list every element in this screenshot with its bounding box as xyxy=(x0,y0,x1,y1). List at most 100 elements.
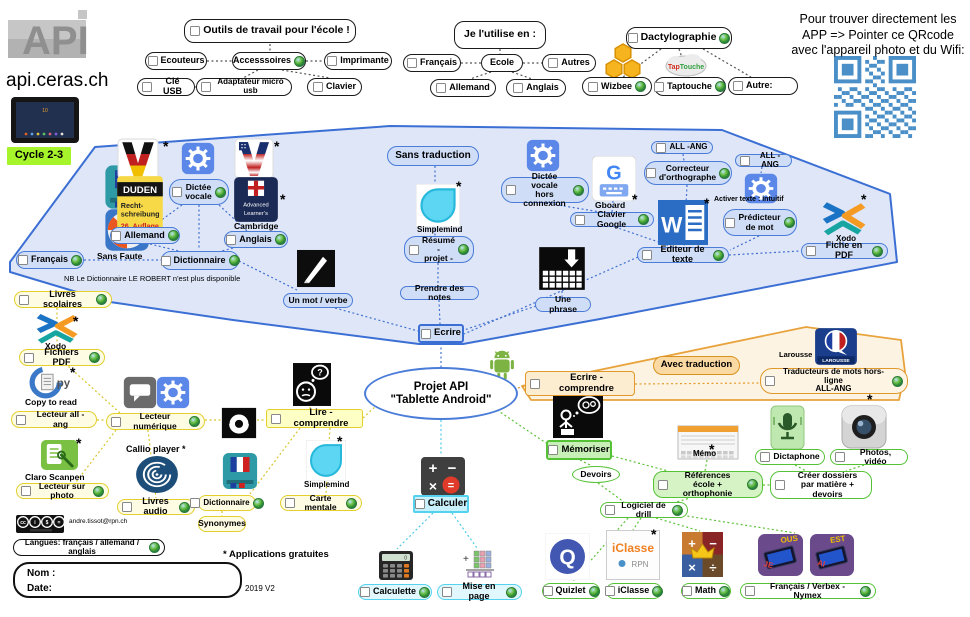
checkbox[interactable] xyxy=(658,479,668,490)
checkbox[interactable] xyxy=(327,56,338,66)
lecteur-numerique-node[interactable]: Lecteur numérique xyxy=(106,412,205,430)
cle-usb-node[interactable]: Clé USB xyxy=(137,76,195,96)
calculette-node[interactable]: Calculette xyxy=(358,584,432,600)
traducteurs-node[interactable]: Traducteurs de mots hors-ligne ALL-ANG xyxy=(760,367,908,394)
checkbox[interactable] xyxy=(172,187,183,197)
checkbox[interactable] xyxy=(414,499,425,509)
references-node[interactable]: Références école + orthophonie xyxy=(653,470,763,498)
name-date-box[interactable]: Nom : Date: xyxy=(13,562,242,598)
autres-node[interactable]: Autres xyxy=(542,54,596,72)
checkbox[interactable] xyxy=(548,58,559,68)
checkbox[interactable] xyxy=(775,480,785,490)
checkbox[interactable] xyxy=(142,82,152,92)
checkbox[interactable] xyxy=(656,142,667,153)
dictionnaire-b-node[interactable]: Dictionnaire xyxy=(160,251,240,270)
predicteur-node[interactable]: Prédicteur de mot xyxy=(723,209,797,236)
checkbox[interactable] xyxy=(682,586,692,596)
correcteur-node[interactable]: Correcteur d'orthographe xyxy=(644,161,732,185)
clavier-node[interactable]: Clavier xyxy=(307,78,362,96)
all-ang-2-node[interactable]: ALL -ANG xyxy=(735,151,792,168)
une-phrase-node[interactable]: Une phrase xyxy=(535,295,591,313)
checkbox[interactable] xyxy=(17,255,28,265)
ecrire-node[interactable]: Ecrire xyxy=(418,324,464,343)
anglais-top-node[interactable]: Anglais xyxy=(506,79,566,97)
ecole-node[interactable]: Ecole xyxy=(481,54,523,72)
accesssoires-node[interactable]: Accesssoires xyxy=(232,52,306,70)
checkbox[interactable] xyxy=(530,378,540,389)
checkbox[interactable] xyxy=(226,234,237,245)
checkbox[interactable] xyxy=(421,328,432,339)
calculer-node[interactable]: Calculer xyxy=(413,495,469,513)
adaptateur-node[interactable]: Adaptateur micro usb xyxy=(196,77,292,96)
editeur-node[interactable]: Editeur de texte xyxy=(637,244,729,264)
ecouteurs-node[interactable]: Ecouteurs xyxy=(145,52,207,70)
checkbox[interactable] xyxy=(285,498,295,508)
taptouche-node[interactable]: Taptouche xyxy=(654,77,726,96)
checkbox[interactable] xyxy=(436,83,447,93)
allemand-top-node[interactable]: Allemand xyxy=(430,79,496,97)
autre-node[interactable]: Autre: xyxy=(728,77,798,95)
checkbox[interactable] xyxy=(725,217,736,228)
checkbox[interactable] xyxy=(271,413,281,424)
fichiers-pdf-node[interactable]: Fichiers PDF xyxy=(19,347,105,366)
outils-node[interactable]: Outils de travail pour l'école ! xyxy=(184,19,356,43)
dictee-hors-node[interactable]: Dictée vocale hors connexion xyxy=(501,171,589,208)
francais-verbex-node[interactable]: Français / Verbex - Nymex xyxy=(740,581,876,600)
checkbox[interactable] xyxy=(360,587,370,597)
all-ang-1-node[interactable]: ALL -ANG xyxy=(651,141,713,154)
checkbox[interactable] xyxy=(506,185,516,195)
checkbox[interactable] xyxy=(806,246,816,256)
fiche-pdf-node[interactable]: Fiche en PDF xyxy=(801,240,888,260)
checkbox[interactable] xyxy=(147,56,158,66)
checkbox[interactable] xyxy=(190,26,201,36)
clavier-google-node[interactable]: Clavier Google xyxy=(570,210,654,228)
logiciel-drill-node[interactable]: Logiciel de drill xyxy=(600,500,688,519)
checkbox[interactable] xyxy=(575,214,585,225)
je-utilise-node[interactable]: Je l'utilise en : xyxy=(454,21,546,49)
creer-dossiers-node[interactable]: Créer dossiers par matière + devoirs xyxy=(770,471,872,499)
mise-en-page-node[interactable]: Mise en page xyxy=(437,581,522,601)
checkbox[interactable] xyxy=(111,416,121,427)
dictionnaire-y-node[interactable]: Dictionnaire xyxy=(190,495,264,511)
francais-b-node[interactable]: Français xyxy=(16,251,84,269)
checkbox[interactable] xyxy=(16,414,26,425)
resume-projet-node[interactable]: Résumé - projet - xyxy=(404,235,474,263)
checkbox[interactable] xyxy=(406,58,417,68)
quizlet-node[interactable]: Quizlet xyxy=(542,583,600,599)
checkbox[interactable] xyxy=(19,294,29,305)
checkbox[interactable] xyxy=(122,502,132,512)
langues-node[interactable]: Langues: français / allemand / anglais xyxy=(13,538,165,556)
dictee-vocale-node[interactable]: Dictée vocale xyxy=(169,179,229,205)
devoirs-node[interactable]: Devoirs xyxy=(572,466,620,483)
sans-traduction-node[interactable]: Sans traduction xyxy=(387,146,479,166)
un-mot-node[interactable]: Un mot / verbe xyxy=(283,293,353,308)
checkbox[interactable] xyxy=(160,255,171,266)
livres-audio-node[interactable]: Livres audio xyxy=(117,496,195,516)
checkbox[interactable] xyxy=(645,168,656,178)
checkbox[interactable] xyxy=(654,81,665,92)
imprimante-node[interactable]: Imprimante xyxy=(324,52,392,70)
livres-scolaires-node[interactable]: Livres scolaires xyxy=(14,289,112,308)
cycle-node[interactable]: Cycle 2-3 xyxy=(7,147,71,165)
checkbox[interactable] xyxy=(201,82,211,92)
checkbox[interactable] xyxy=(21,486,31,496)
checkbox[interactable] xyxy=(835,452,845,462)
checkbox[interactable] xyxy=(765,376,775,386)
checkbox[interactable] xyxy=(627,33,638,43)
prendre-notes-node[interactable]: Prendre des notes xyxy=(400,283,479,302)
iclasse-node[interactable]: iClasse xyxy=(604,583,664,599)
checkbox[interactable] xyxy=(745,586,755,596)
projet-api-node[interactable]: Projet API "Tablette Android" xyxy=(364,367,518,420)
checkbox[interactable] xyxy=(740,155,750,166)
checkbox[interactable] xyxy=(642,250,652,260)
dictaphone-node[interactable]: Dictaphone xyxy=(755,449,825,465)
photos-video-node[interactable]: Photos, vidéo xyxy=(830,447,908,466)
francais-top-node[interactable]: Français xyxy=(403,54,461,72)
synonymes-node[interactable]: Synonymes xyxy=(198,516,246,532)
checkbox[interactable] xyxy=(605,505,615,515)
checkbox[interactable] xyxy=(760,452,771,462)
checkbox[interactable] xyxy=(513,83,524,93)
checkbox[interactable] xyxy=(548,445,559,455)
avec-traduction-node[interactable]: Avec traduction xyxy=(653,356,740,375)
math-node[interactable]: Math xyxy=(681,583,731,599)
